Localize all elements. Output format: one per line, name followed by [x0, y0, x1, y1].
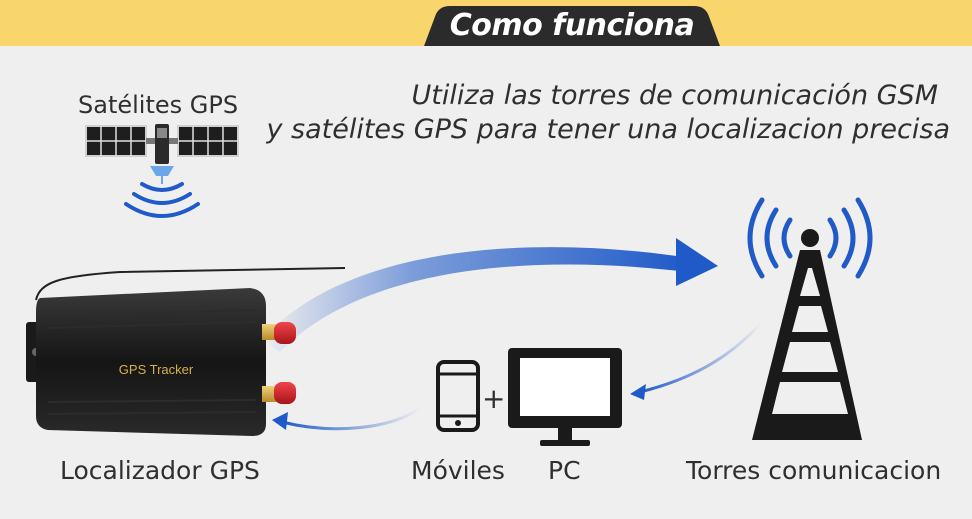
mobile-phone-icon [436, 360, 480, 432]
tower-to-pc-arrow [630, 320, 764, 400]
devices-to-tracker-arrow [272, 406, 421, 431]
satellite-icon [85, 124, 239, 218]
title-tab-shape [424, 6, 720, 46]
page-title: Como funciona [449, 8, 695, 43]
device-brand-text: GPS Tracker [119, 362, 194, 377]
pc-label: PC [548, 456, 581, 485]
tower-label: Torres comunicacion [686, 456, 942, 485]
satellite-label: Satélites GPS [78, 91, 239, 119]
uplink-arrow [262, 238, 718, 352]
gps-tracker-device: GPS Tracker [26, 267, 346, 436]
intro-line-2: y satélites GPS para tener una localizac… [266, 114, 950, 145]
intro-line-1: Utiliza las torres de comunicación GSM [411, 80, 938, 111]
cell-tower-icon [747, 197, 873, 440]
tracker-label: Localizador GPS [60, 456, 260, 485]
pc-monitor-icon [508, 348, 622, 446]
mobile-label: Móviles [411, 456, 505, 485]
plus-sign: + [482, 382, 506, 415]
